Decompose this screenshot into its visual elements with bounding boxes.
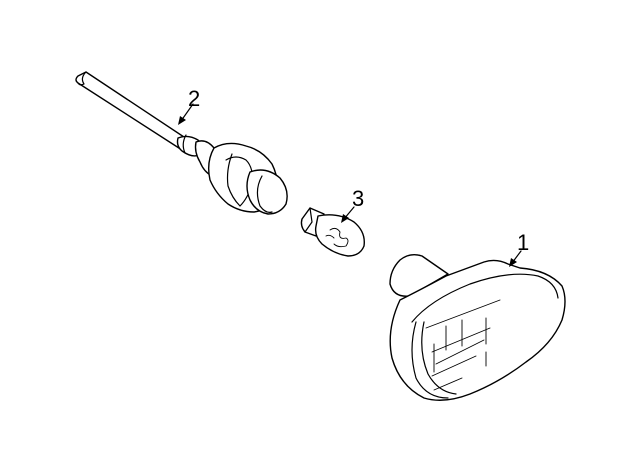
callout-1: 1 xyxy=(509,230,529,267)
callout-3: 3 xyxy=(341,186,364,223)
part-side-marker-lamp xyxy=(389,253,566,401)
part-socket-and-wire xyxy=(75,71,288,215)
callout-2: 2 xyxy=(178,86,200,125)
callout-number-2: 2 xyxy=(188,86,200,111)
part-wedge-bulb xyxy=(300,207,365,257)
callout-number-3: 3 xyxy=(352,186,364,211)
callout-number-1: 1 xyxy=(517,230,529,255)
